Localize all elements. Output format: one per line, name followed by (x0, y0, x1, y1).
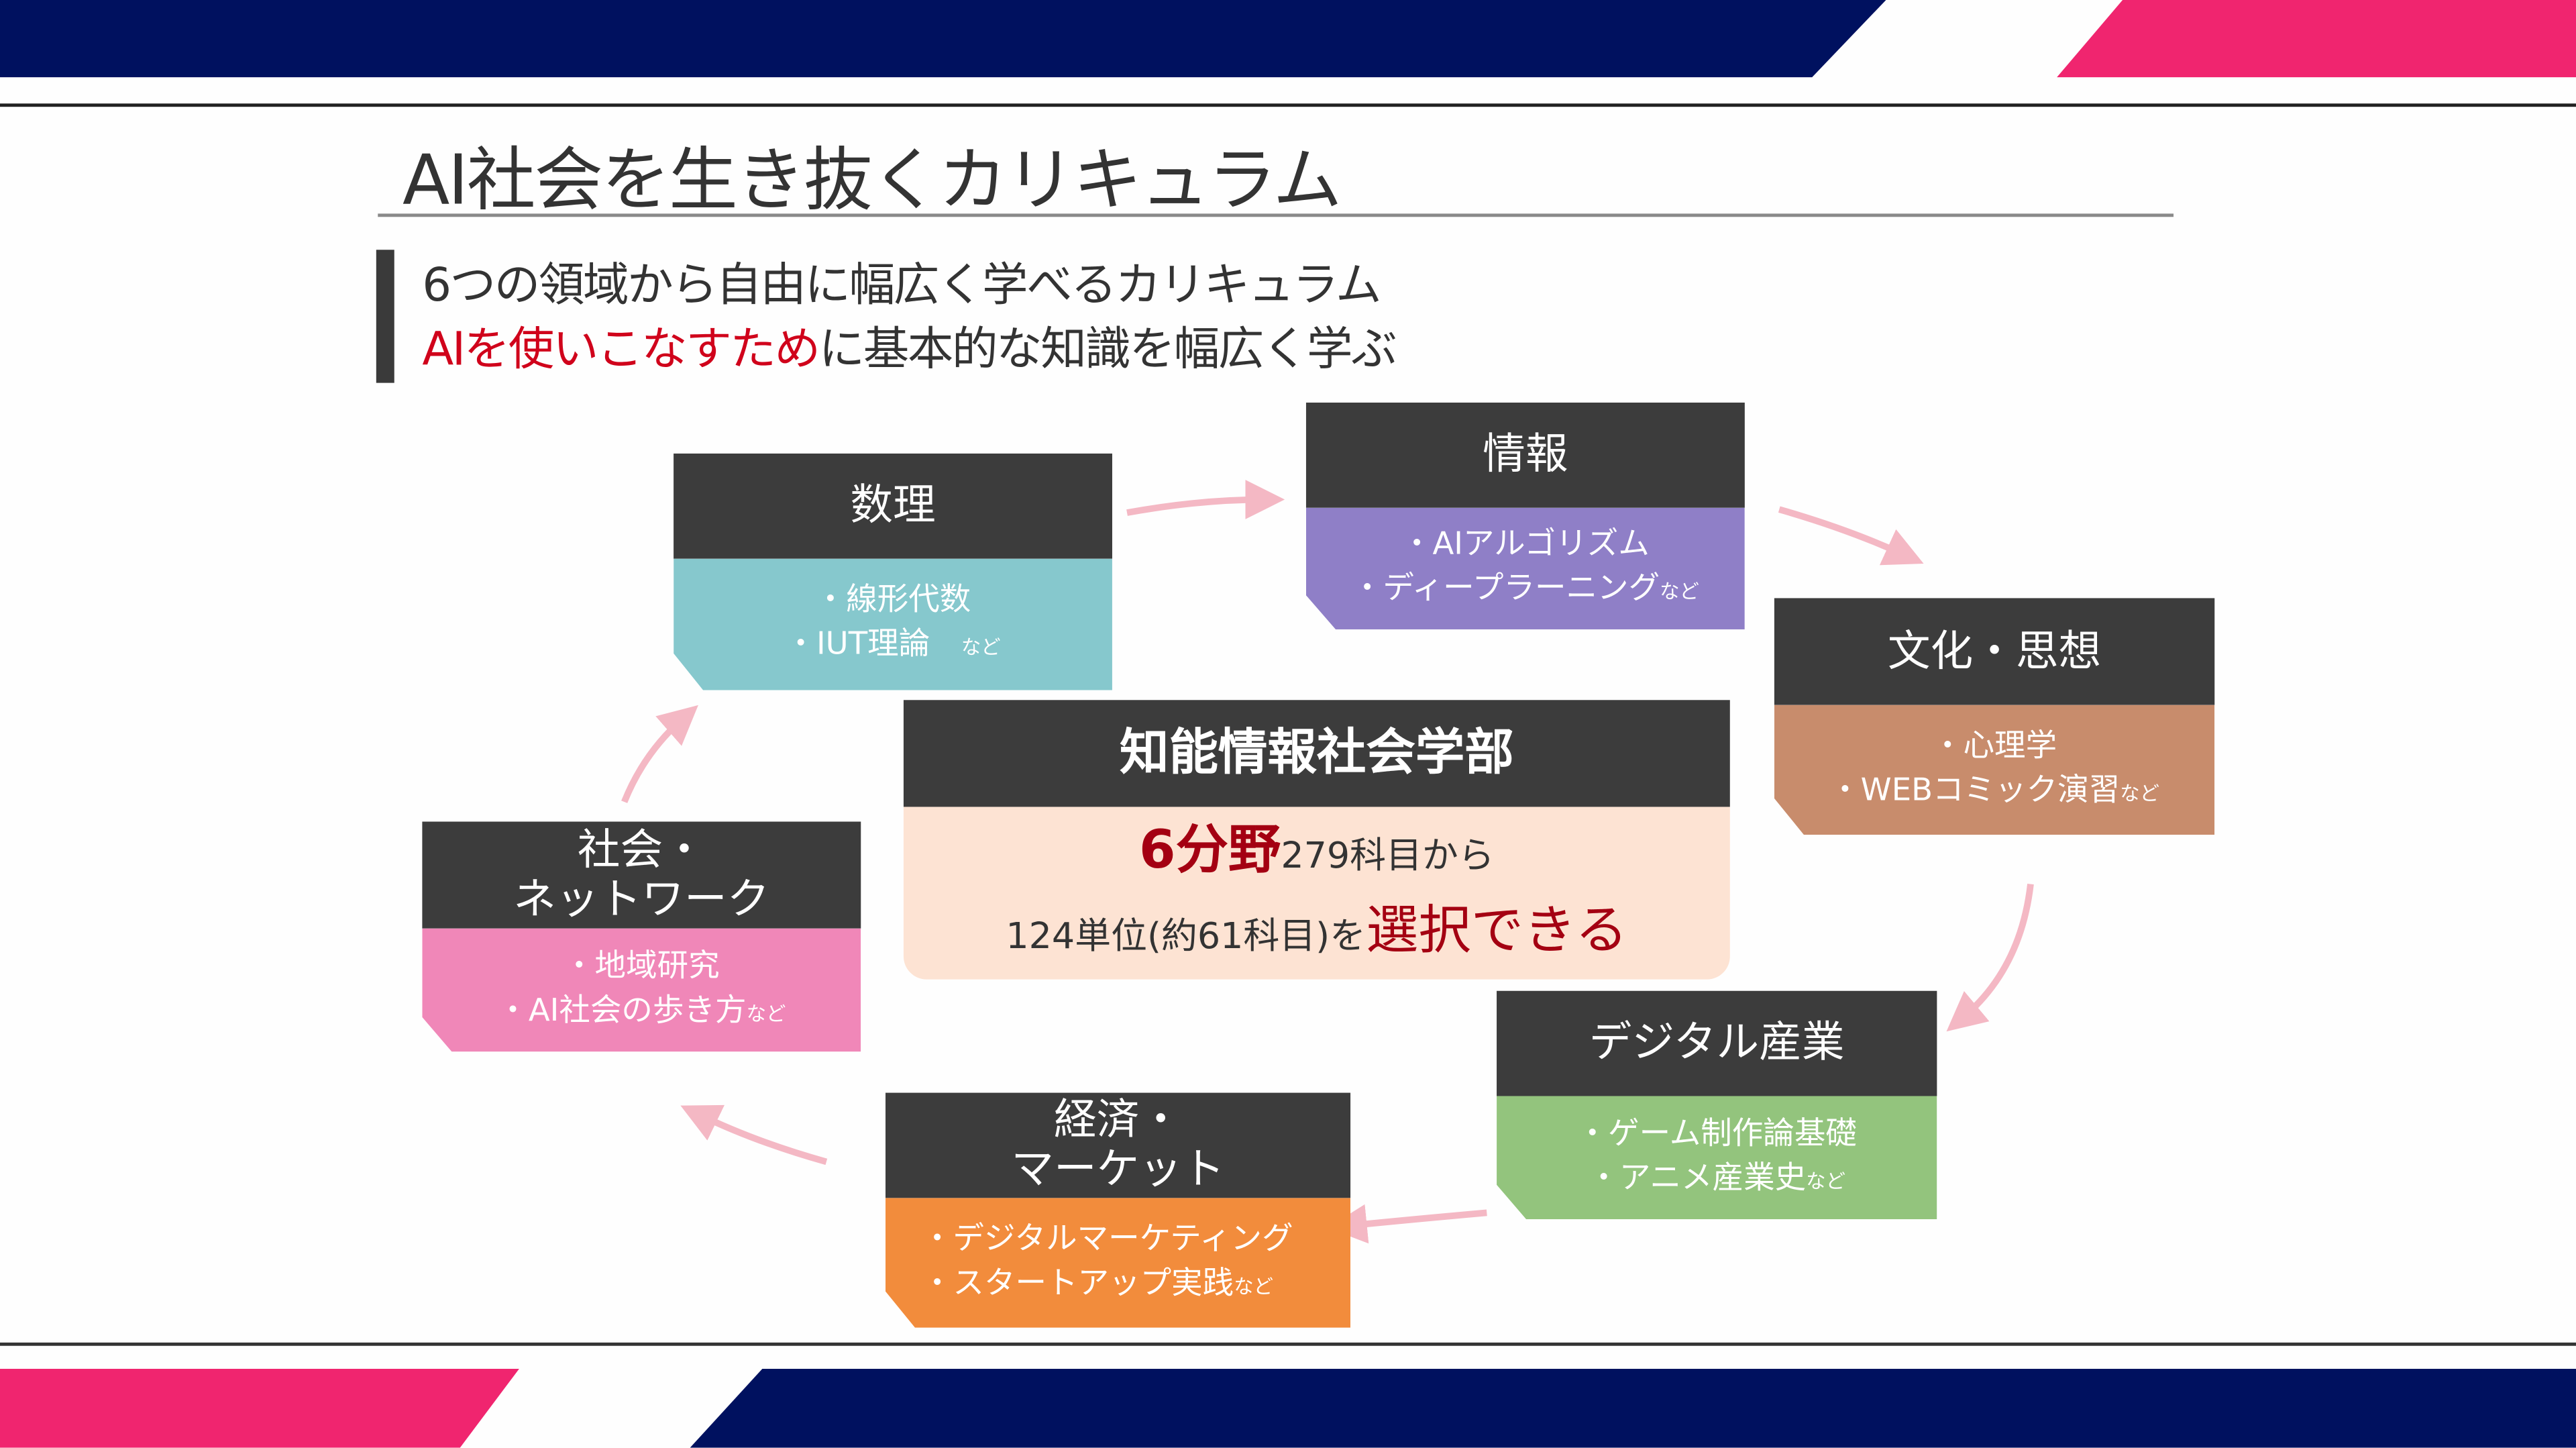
field-body: ・ゲーム制作論基礎 ・アニメ産業史など (1497, 1096, 1937, 1220)
field-item: ・AIアルゴリズム (1401, 525, 1650, 562)
field-title: 情報 (1305, 403, 1745, 508)
field-item: ・ゲーム制作論基礎 (1576, 1115, 1857, 1151)
subtitle-line-2: AIを使いこなすために基本的な知識を幅広く学ぶ (422, 314, 1397, 380)
field-item: ・心理学 (1931, 727, 2057, 764)
arrow-joho-to-bunka (1778, 506, 1924, 566)
slide-title: AI社会を生き抜くカリキュラム (402, 140, 1342, 221)
bottom-divider (0, 1342, 2576, 1346)
arrow-shakai-to-suri (621, 705, 698, 803)
field-title: 文化・思想 (1774, 598, 2215, 705)
faculty-line-2: 124単位(約61科目)を選択できる (1006, 898, 1628, 961)
arrow-keizai-to-shakai (680, 1104, 828, 1166)
bottom-navy-band (690, 1369, 2576, 1448)
top-navy-band (0, 0, 1886, 78)
field-title: 経済・マーケット (885, 1092, 1351, 1198)
field-body: ・AIアルゴリズム ・ディープラーニングなど (1305, 507, 1745, 629)
faculty-body: 6分野279科目から 124単位(約61科目)を選択できる (903, 807, 1730, 980)
field-body: ・心理学 ・WEBコミック演習など (1774, 705, 2215, 835)
faculty-title: 知能情報社会学部 (903, 700, 1730, 807)
subtitle-accent-bar (376, 250, 394, 383)
top-pink-band (2057, 0, 2576, 78)
faculty-line-1: 6分野279科目から (1139, 817, 1495, 880)
field-title: デジタル産業 (1497, 990, 1937, 1096)
bottom-pink-band (0, 1369, 519, 1448)
subtitle-line-1: 6つの領域から自由に幅広く学べるカリキュラム (422, 258, 1381, 313)
field-body: ・地域研究 ・AI社会の歩き方など (422, 928, 861, 1052)
field-card-shakai: 社会・ネットワーク ・地域研究 ・AI社会の歩き方など (422, 821, 861, 1052)
field-item: ・WEBコミック演習など (1829, 771, 2160, 808)
field-item: ・IUT理論 など (785, 626, 1001, 662)
field-body: ・デジタルマーケティング ・スタートアップ実践など (885, 1198, 1351, 1328)
field-item: ・スタートアップ実践など (921, 1264, 1274, 1301)
field-item: ・AI社会の歩き方など (497, 991, 786, 1028)
field-item: ・地域研究 (563, 947, 720, 984)
arrow-digital-to-keizai (1327, 1204, 1487, 1244)
field-item: ・線形代数 (814, 581, 971, 618)
field-card-bunka: 文化・思想 ・心理学 ・WEBコミック演習など (1774, 598, 2215, 835)
subtitle-rest: に基本的な知識を幅広く学ぶ (818, 322, 1397, 376)
subtitle-highlight: AIを使いこなすため (422, 322, 820, 376)
title-underline (378, 213, 2174, 217)
field-card-keizai: 経済・マーケット ・デジタルマーケティング ・スタートアップ実践など (885, 1092, 1351, 1328)
field-title: 数理 (674, 453, 1112, 559)
field-item: ・アニメ産業史など (1588, 1159, 1845, 1196)
arrow-bunka-to-digital (1946, 883, 2034, 1032)
field-card-digital: デジタル産業 ・ゲーム制作論基礎 ・アニメ産業史など (1497, 990, 1937, 1220)
faculty-center-card: 知能情報社会学部 6分野279科目から 124単位(約61科目)を選択できる (903, 700, 1730, 980)
field-title: 社会・ネットワーク (422, 821, 861, 929)
top-divider (0, 103, 2576, 107)
arrow-suri-to-joho (1126, 480, 1285, 519)
field-item: ・デジタルマーケティング (921, 1220, 1293, 1257)
field-card-suri: 数理 ・線形代数 ・IUT理論 など (674, 453, 1112, 690)
field-card-joho: 情報 ・AIアルゴリズム ・ディープラーニングなど (1305, 403, 1745, 629)
field-body: ・線形代数 ・IUT理論 など (674, 558, 1112, 690)
field-item: ・ディープラーニングなど (1351, 570, 1699, 607)
